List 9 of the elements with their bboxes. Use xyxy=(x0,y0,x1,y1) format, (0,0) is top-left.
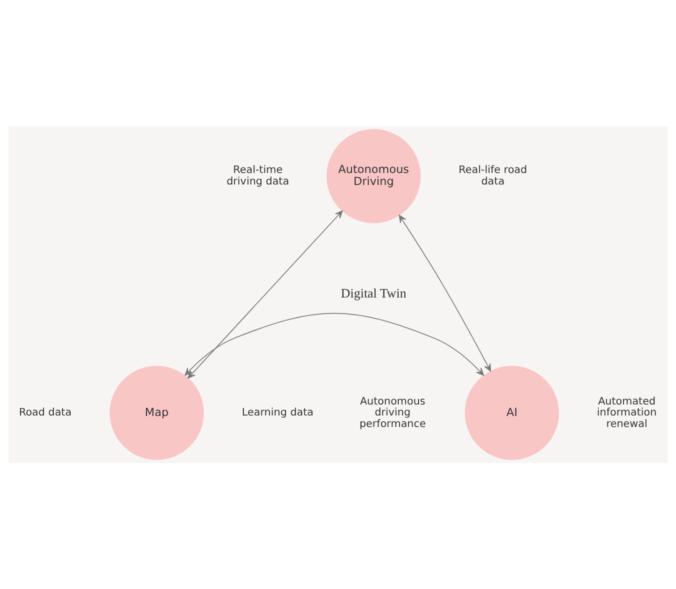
node-label: Automated information renewal xyxy=(596,395,657,430)
node-label: Learning data xyxy=(242,406,314,419)
arrow xyxy=(398,214,492,372)
node-label: Real-life road data xyxy=(458,164,528,188)
node-label: Real-time driving data xyxy=(226,164,290,188)
label: Digital Twin xyxy=(340,286,406,301)
node-label: Road data xyxy=(18,406,72,419)
node-label: Autonomous driving performance xyxy=(359,395,426,430)
arrow xyxy=(184,312,484,376)
